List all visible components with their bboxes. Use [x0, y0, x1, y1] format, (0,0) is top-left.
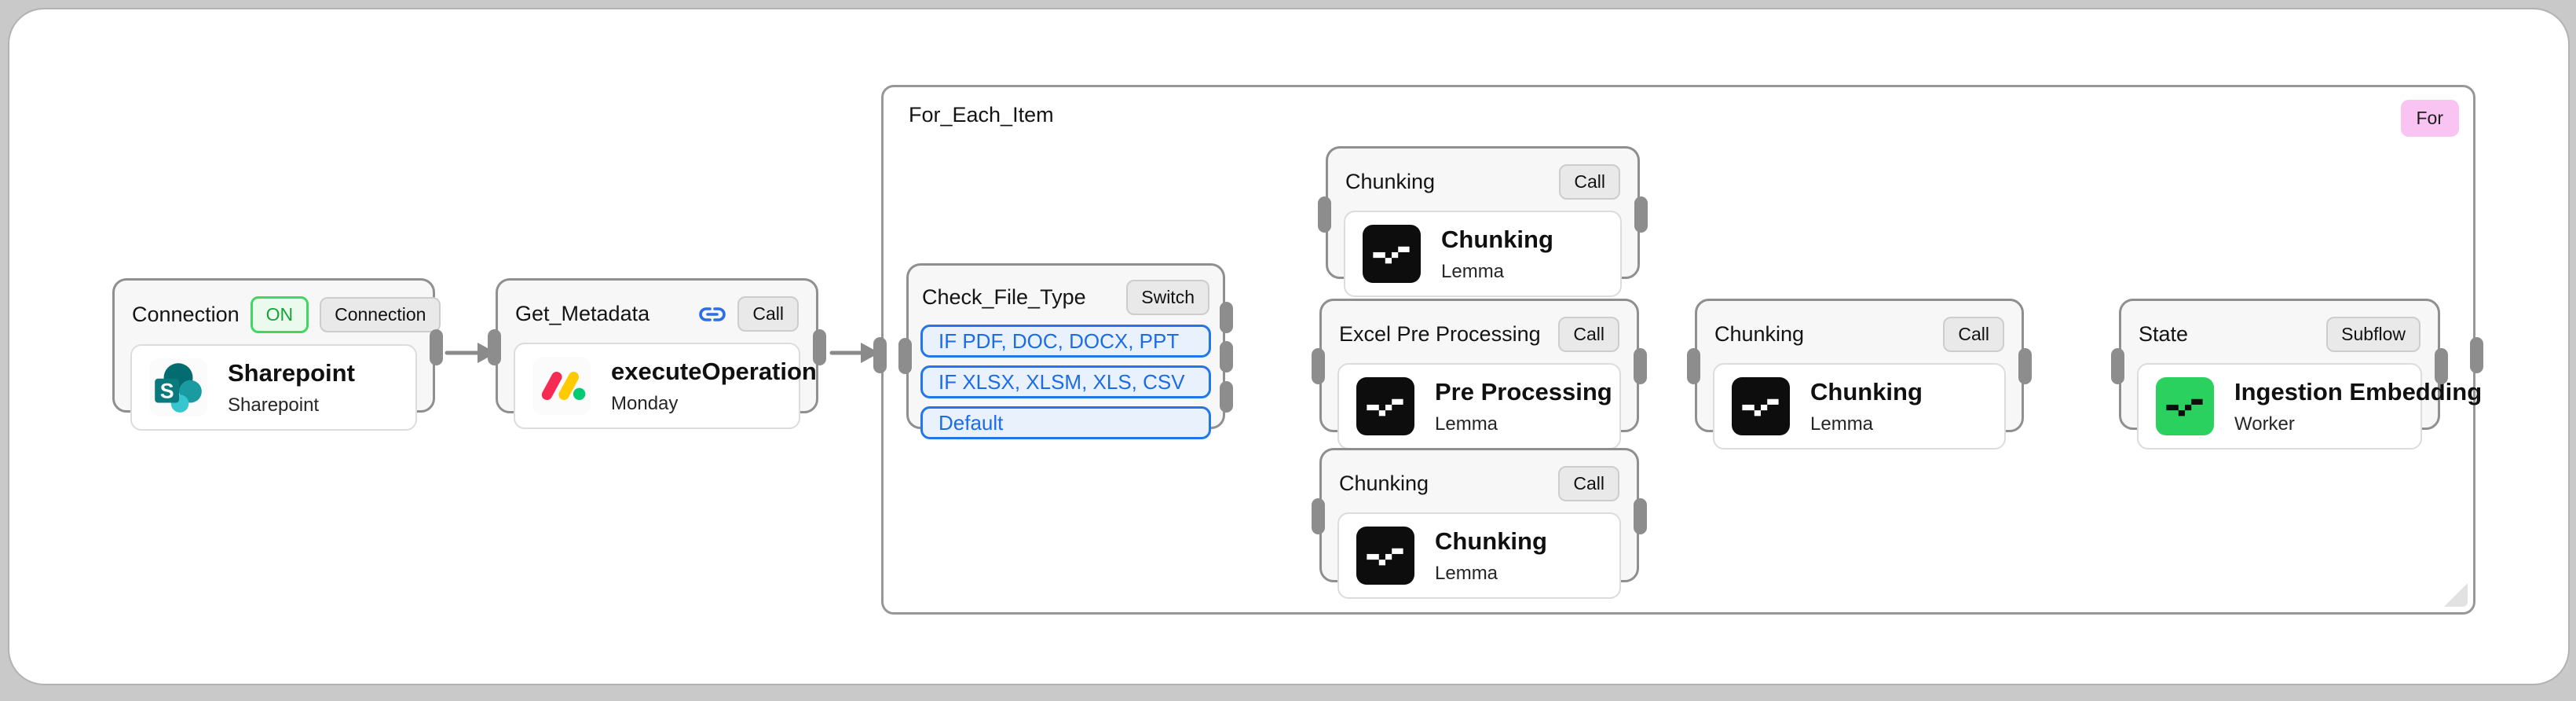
- on-toggle-badge[interactable]: ON: [250, 296, 309, 333]
- switch-case-xlsx[interactable]: IF XLSX, XLSM, XLS, CSV: [920, 365, 1211, 398]
- subflow-type-badge: Subflow: [2326, 317, 2420, 352]
- card-title: executeOperation: [611, 357, 817, 385]
- workflow-canvas[interactable]: For_Each_Item For Connection ON Connecti…: [8, 8, 2570, 685]
- card-subtitle: Lemma: [1441, 260, 1505, 282]
- node-header: Connection ON Connection: [132, 296, 441, 333]
- call-type-badge: Call: [737, 296, 799, 332]
- call-type-badge: Call: [1558, 466, 1619, 501]
- lemma-icon: [1732, 377, 1790, 435]
- case-output-port-1[interactable]: [1220, 302, 1233, 333]
- switch-case-default[interactable]: Default: [920, 406, 1211, 439]
- card-subtitle: Worker: [2234, 413, 2295, 435]
- node-header: Chunking Call: [1339, 466, 1619, 501]
- node-title: Chunking: [1339, 472, 1429, 495]
- node-get-metadata[interactable]: Get_Metadata Call: [488, 278, 826, 429]
- switch-type-badge: Switch: [1126, 280, 1209, 315]
- node-header: Excel Pre Processing Call: [1339, 317, 1619, 352]
- node-header: Check_File_Type Switch: [922, 280, 1209, 315]
- input-port[interactable]: [1312, 498, 1325, 534]
- output-port[interactable]: [2018, 348, 2032, 384]
- monday-icon: [532, 357, 591, 415]
- sharepoint-icon: S: [149, 358, 207, 417]
- card-title: Chunking: [1441, 225, 1553, 253]
- node-title: Chunking: [1714, 322, 1805, 346]
- node-card[interactable]: executeOperation Monday: [514, 343, 817, 429]
- link-icon[interactable]: [698, 300, 726, 328]
- case-output-port-3[interactable]: [1220, 381, 1233, 413]
- node-card[interactable]: Chunking Lemma: [1337, 512, 1621, 599]
- node-check-file-type[interactable]: Check_File_Type Switch IF PDF, DOC, DOCX…: [898, 263, 1233, 439]
- card-subtitle: Lemma: [1810, 413, 1874, 435]
- svg-text:S: S: [160, 379, 174, 402]
- node-title: Get_Metadata: [515, 302, 650, 325]
- card-title: Pre Processing: [1435, 377, 1612, 406]
- node-connection[interactable]: Connection ON Connection S Sharepoint Sh…: [112, 278, 443, 431]
- input-port[interactable]: [1687, 348, 1700, 384]
- input-port[interactable]: [488, 329, 501, 365]
- node-title: Chunking: [1345, 170, 1436, 193]
- node-card[interactable]: Pre Processing Lemma: [1337, 363, 1621, 450]
- for-badge: For: [2400, 100, 2459, 137]
- case-output-port-2[interactable]: [1220, 341, 1233, 373]
- node-chunking-bottom[interactable]: Chunking Call Chunking Lemma: [1312, 448, 1647, 599]
- node-title: State: [2139, 322, 2189, 346]
- group-title: For_Each_Item: [909, 103, 1054, 127]
- node-chunking-mid[interactable]: Chunking Call Chunking Lemma: [1687, 299, 2032, 450]
- node-card[interactable]: Chunking Lemma: [1344, 211, 1622, 297]
- node-header: Get_Metadata Call: [515, 296, 799, 332]
- card-title: Chunking: [1435, 527, 1547, 555]
- card-title: Chunking: [1810, 377, 1923, 406]
- card-subtitle: Sharepoint: [228, 394, 320, 416]
- node-header: State Subflow: [2139, 317, 2420, 352]
- output-port[interactable]: [1634, 196, 1648, 233]
- node-chunking-top[interactable]: Chunking Call Chunking Lemma: [1318, 146, 1648, 297]
- card-title: Sharepoint: [228, 358, 355, 387]
- call-type-badge: Call: [1558, 317, 1619, 352]
- card-subtitle: Lemma: [1435, 562, 1498, 584]
- node-state[interactable]: State Subflow Ingestion Embedding Worker: [2111, 299, 2482, 450]
- node-header: Chunking Call: [1345, 164, 1620, 200]
- node-card[interactable]: Ingestion Embedding Worker: [2137, 363, 2482, 450]
- call-type-badge: Call: [1559, 164, 1620, 200]
- input-port[interactable]: [898, 338, 912, 374]
- output-port[interactable]: [1634, 348, 1647, 384]
- lemma-icon: [1363, 225, 1421, 283]
- output-port[interactable]: [1634, 498, 1647, 534]
- card-subtitle: Lemma: [1435, 413, 1498, 435]
- node-title: Connection: [132, 303, 240, 326]
- group-output-port[interactable]: [2470, 337, 2483, 373]
- input-port[interactable]: [2111, 348, 2124, 384]
- lemma-icon: [1356, 527, 1414, 585]
- connection-type-badge: Connection: [320, 297, 441, 332]
- output-port[interactable]: [430, 329, 443, 365]
- input-port[interactable]: [1318, 196, 1331, 233]
- call-type-badge: Call: [1943, 317, 2004, 352]
- worker-icon: [2156, 377, 2214, 435]
- node-title: Check_File_Type: [922, 285, 1086, 309]
- lemma-icon: [1356, 377, 1414, 435]
- node-header: Chunking Call: [1714, 317, 2004, 352]
- switch-case-pdf[interactable]: IF PDF, DOC, DOCX, PPT: [920, 325, 1211, 358]
- card-subtitle: Monday: [611, 392, 679, 414]
- node-title: Excel Pre Processing: [1339, 322, 1541, 346]
- node-card[interactable]: S Sharepoint Sharepoint: [130, 344, 417, 431]
- group-resize-handle[interactable]: [2444, 583, 2468, 607]
- output-port[interactable]: [813, 329, 826, 365]
- output-port[interactable]: [2435, 348, 2448, 384]
- group-input-port[interactable]: [873, 337, 887, 373]
- node-card[interactable]: Chunking Lemma: [1713, 363, 2006, 450]
- input-port[interactable]: [1312, 348, 1325, 384]
- node-excel-pre-processing[interactable]: Excel Pre Processing Call Pre Processing…: [1312, 299, 1647, 450]
